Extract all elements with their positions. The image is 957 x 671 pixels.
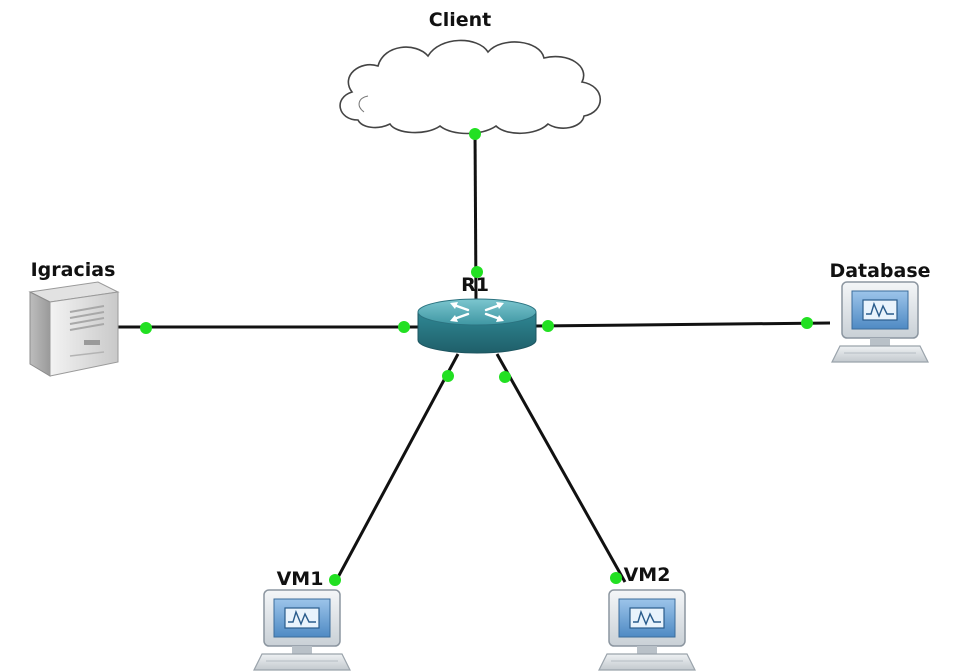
port-dot-igracias xyxy=(140,322,152,334)
igracias-label: Igracias xyxy=(31,259,116,281)
router-icon xyxy=(417,298,537,354)
workstation-icon xyxy=(598,589,696,671)
port-dot-r1-client xyxy=(471,266,483,278)
port-dot-client xyxy=(469,128,481,140)
port-dot-database xyxy=(801,317,813,329)
r1-label: R1 xyxy=(461,274,489,296)
link-r1-database[interactable] xyxy=(535,321,831,328)
node-r1[interactable]: R1 xyxy=(417,274,537,354)
node-database[interactable]: Database xyxy=(829,260,931,363)
workstation-icon xyxy=(253,589,351,671)
link-r1-vm2[interactable] xyxy=(495,353,627,583)
cloud-icon xyxy=(339,39,601,135)
port-dot-vm1 xyxy=(329,574,341,586)
vm1-label: VM1 xyxy=(277,568,324,590)
port-indicators xyxy=(140,128,813,586)
server-icon xyxy=(28,281,120,377)
node-vm1[interactable]: VM1 xyxy=(253,568,351,671)
links xyxy=(118,129,831,583)
node-client[interactable]: Client xyxy=(339,9,601,135)
port-dot-r1-database xyxy=(542,320,554,332)
node-vm2[interactable]: VM2 xyxy=(598,564,696,671)
workstation-icon xyxy=(831,281,929,363)
port-dot-r1-igracias xyxy=(398,321,410,333)
port-dot-vm2 xyxy=(610,572,622,584)
database-label: Database xyxy=(829,260,930,282)
port-dot-r1-vm2 xyxy=(499,371,511,383)
node-igracias[interactable]: Igracias xyxy=(28,259,120,377)
vm2-label: VM2 xyxy=(624,564,671,586)
client-label: Client xyxy=(429,9,491,31)
link-r1-vm1[interactable] xyxy=(334,353,460,582)
port-dot-r1-vm1 xyxy=(442,370,454,382)
